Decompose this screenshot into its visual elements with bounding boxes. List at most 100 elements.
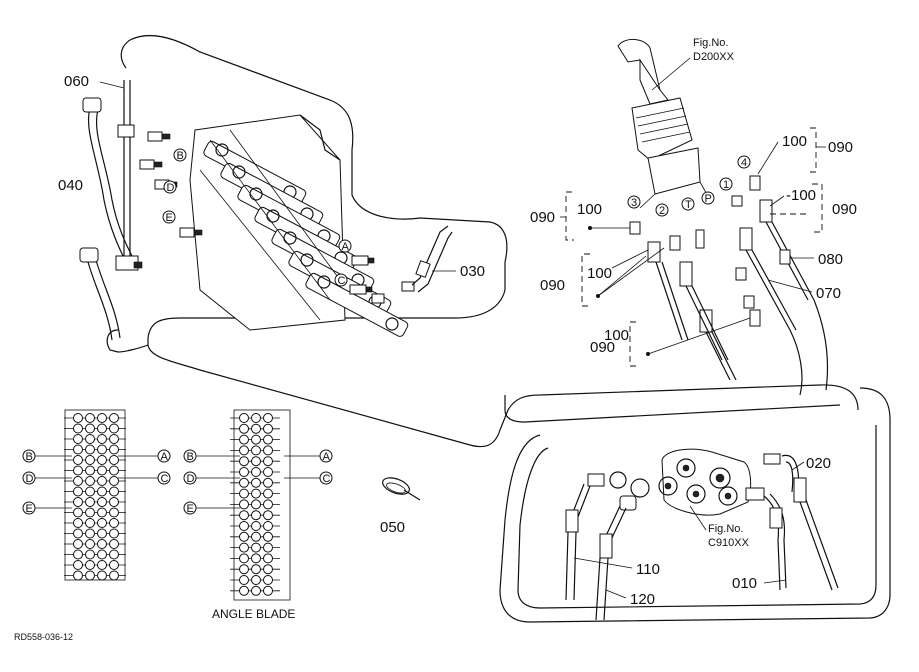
port-hole <box>239 456 249 467</box>
port-hole <box>239 467 249 477</box>
port-2-label: 2 <box>659 205 665 217</box>
port-hole <box>85 497 95 507</box>
port-hole <box>73 560 83 570</box>
port-hole <box>85 486 95 497</box>
callout-100-d: -100 <box>786 187 816 204</box>
port-hole <box>97 518 107 528</box>
callout-110: 110 <box>636 561 660 578</box>
port-hole <box>263 467 273 477</box>
port-hole <box>251 499 261 510</box>
port-hole <box>97 413 107 423</box>
callout-090-c: 090 <box>530 209 555 226</box>
port-hole <box>73 444 83 455</box>
port-hole <box>251 423 261 434</box>
port-hole <box>85 507 95 518</box>
port-4-label: 4 <box>741 157 747 169</box>
port-hole <box>73 539 83 549</box>
port-B-label: B <box>177 150 184 162</box>
port-hole <box>73 528 83 539</box>
lever-callouts: 100 090 -100 090 100 090 100 090 100 090… <box>530 127 857 367</box>
port-hole <box>85 539 95 549</box>
port-P-label: P <box>705 193 712 205</box>
port-hole <box>85 518 95 528</box>
port-hole <box>239 488 249 499</box>
port-hole <box>263 585 273 596</box>
port-hole <box>239 445 249 456</box>
callout-100-b: 100 <box>577 201 602 218</box>
port-hole <box>263 510 273 521</box>
port-hole <box>97 465 107 476</box>
port-hole <box>263 488 273 499</box>
callout-090-d: 090 <box>540 277 565 294</box>
callout-050: 050 <box>380 519 405 536</box>
port-hole <box>97 528 107 539</box>
drawing-code: RD558-036-12 <box>14 632 73 642</box>
port-hole <box>97 570 107 581</box>
port-hole <box>251 456 261 467</box>
lever-fig-ref-line2: D200XX <box>693 51 735 63</box>
hose-clamp-050: 050 <box>380 477 421 536</box>
port-hole <box>85 560 95 570</box>
port-hole <box>109 539 119 549</box>
callout-120: 120 <box>630 591 655 608</box>
port-hole <box>73 413 83 423</box>
port-hole <box>73 507 83 518</box>
schematic2-D-label: D <box>187 473 195 485</box>
port-hole <box>73 476 83 486</box>
port-hole <box>109 476 119 486</box>
valve-port-labels: B D E A C <box>162 148 352 287</box>
port-hole <box>263 499 273 510</box>
port-hole <box>109 528 119 539</box>
port-E-label: E <box>166 212 173 224</box>
hose-route-outline <box>106 34 891 623</box>
port-hole <box>239 510 249 521</box>
port-A-label: A <box>342 241 350 253</box>
callout-090-b: 090 <box>832 201 857 218</box>
control-lever-assembly: Fig.No. D200XX <box>617 37 735 209</box>
port-hole <box>251 564 261 575</box>
port-T-label: T <box>685 199 692 211</box>
valve-section <box>305 272 409 337</box>
port-hole <box>251 445 261 456</box>
port-hole <box>97 560 107 570</box>
schematic2-E-label: E <box>187 503 194 515</box>
callout-010: 010 <box>732 575 757 592</box>
port-hole <box>263 531 273 542</box>
port-hole <box>251 531 261 542</box>
schematic1-C-label: C <box>161 473 169 485</box>
port-hole <box>109 413 119 423</box>
port-hole <box>263 413 273 423</box>
schematic2-C-label: C <box>323 473 331 485</box>
port-hole <box>263 477 273 488</box>
port-hole <box>109 507 119 518</box>
port-hole <box>109 518 119 528</box>
callout-090-a: 090 <box>828 139 853 156</box>
port-hole <box>263 575 273 585</box>
port-hole <box>97 539 107 549</box>
port-hole <box>97 434 107 444</box>
port-hole <box>97 549 107 560</box>
port-hole <box>109 444 119 455</box>
port-hole <box>73 518 83 528</box>
port-hole <box>239 564 249 575</box>
port-hole <box>251 542 261 553</box>
port-hole <box>251 488 261 499</box>
port-hole <box>263 542 273 553</box>
schematic2-A-label: A <box>323 451 331 463</box>
return-pipe-030: 030 <box>411 225 485 293</box>
port-hole <box>97 486 107 497</box>
port-hole <box>239 542 249 553</box>
callout-020: 020 <box>806 455 831 472</box>
pump-hoses: 020 010 110 120 <box>565 453 839 621</box>
port-hole <box>263 521 273 531</box>
port-hole <box>85 476 95 486</box>
angle-blade-caption: ANGLE BLADE <box>212 607 295 621</box>
port-hole <box>263 456 273 467</box>
port-hole <box>109 497 119 507</box>
port-hole <box>239 553 249 564</box>
port-hole <box>85 444 95 455</box>
port-hole <box>109 570 119 581</box>
port-hole <box>251 575 261 585</box>
port-hole <box>239 575 249 585</box>
